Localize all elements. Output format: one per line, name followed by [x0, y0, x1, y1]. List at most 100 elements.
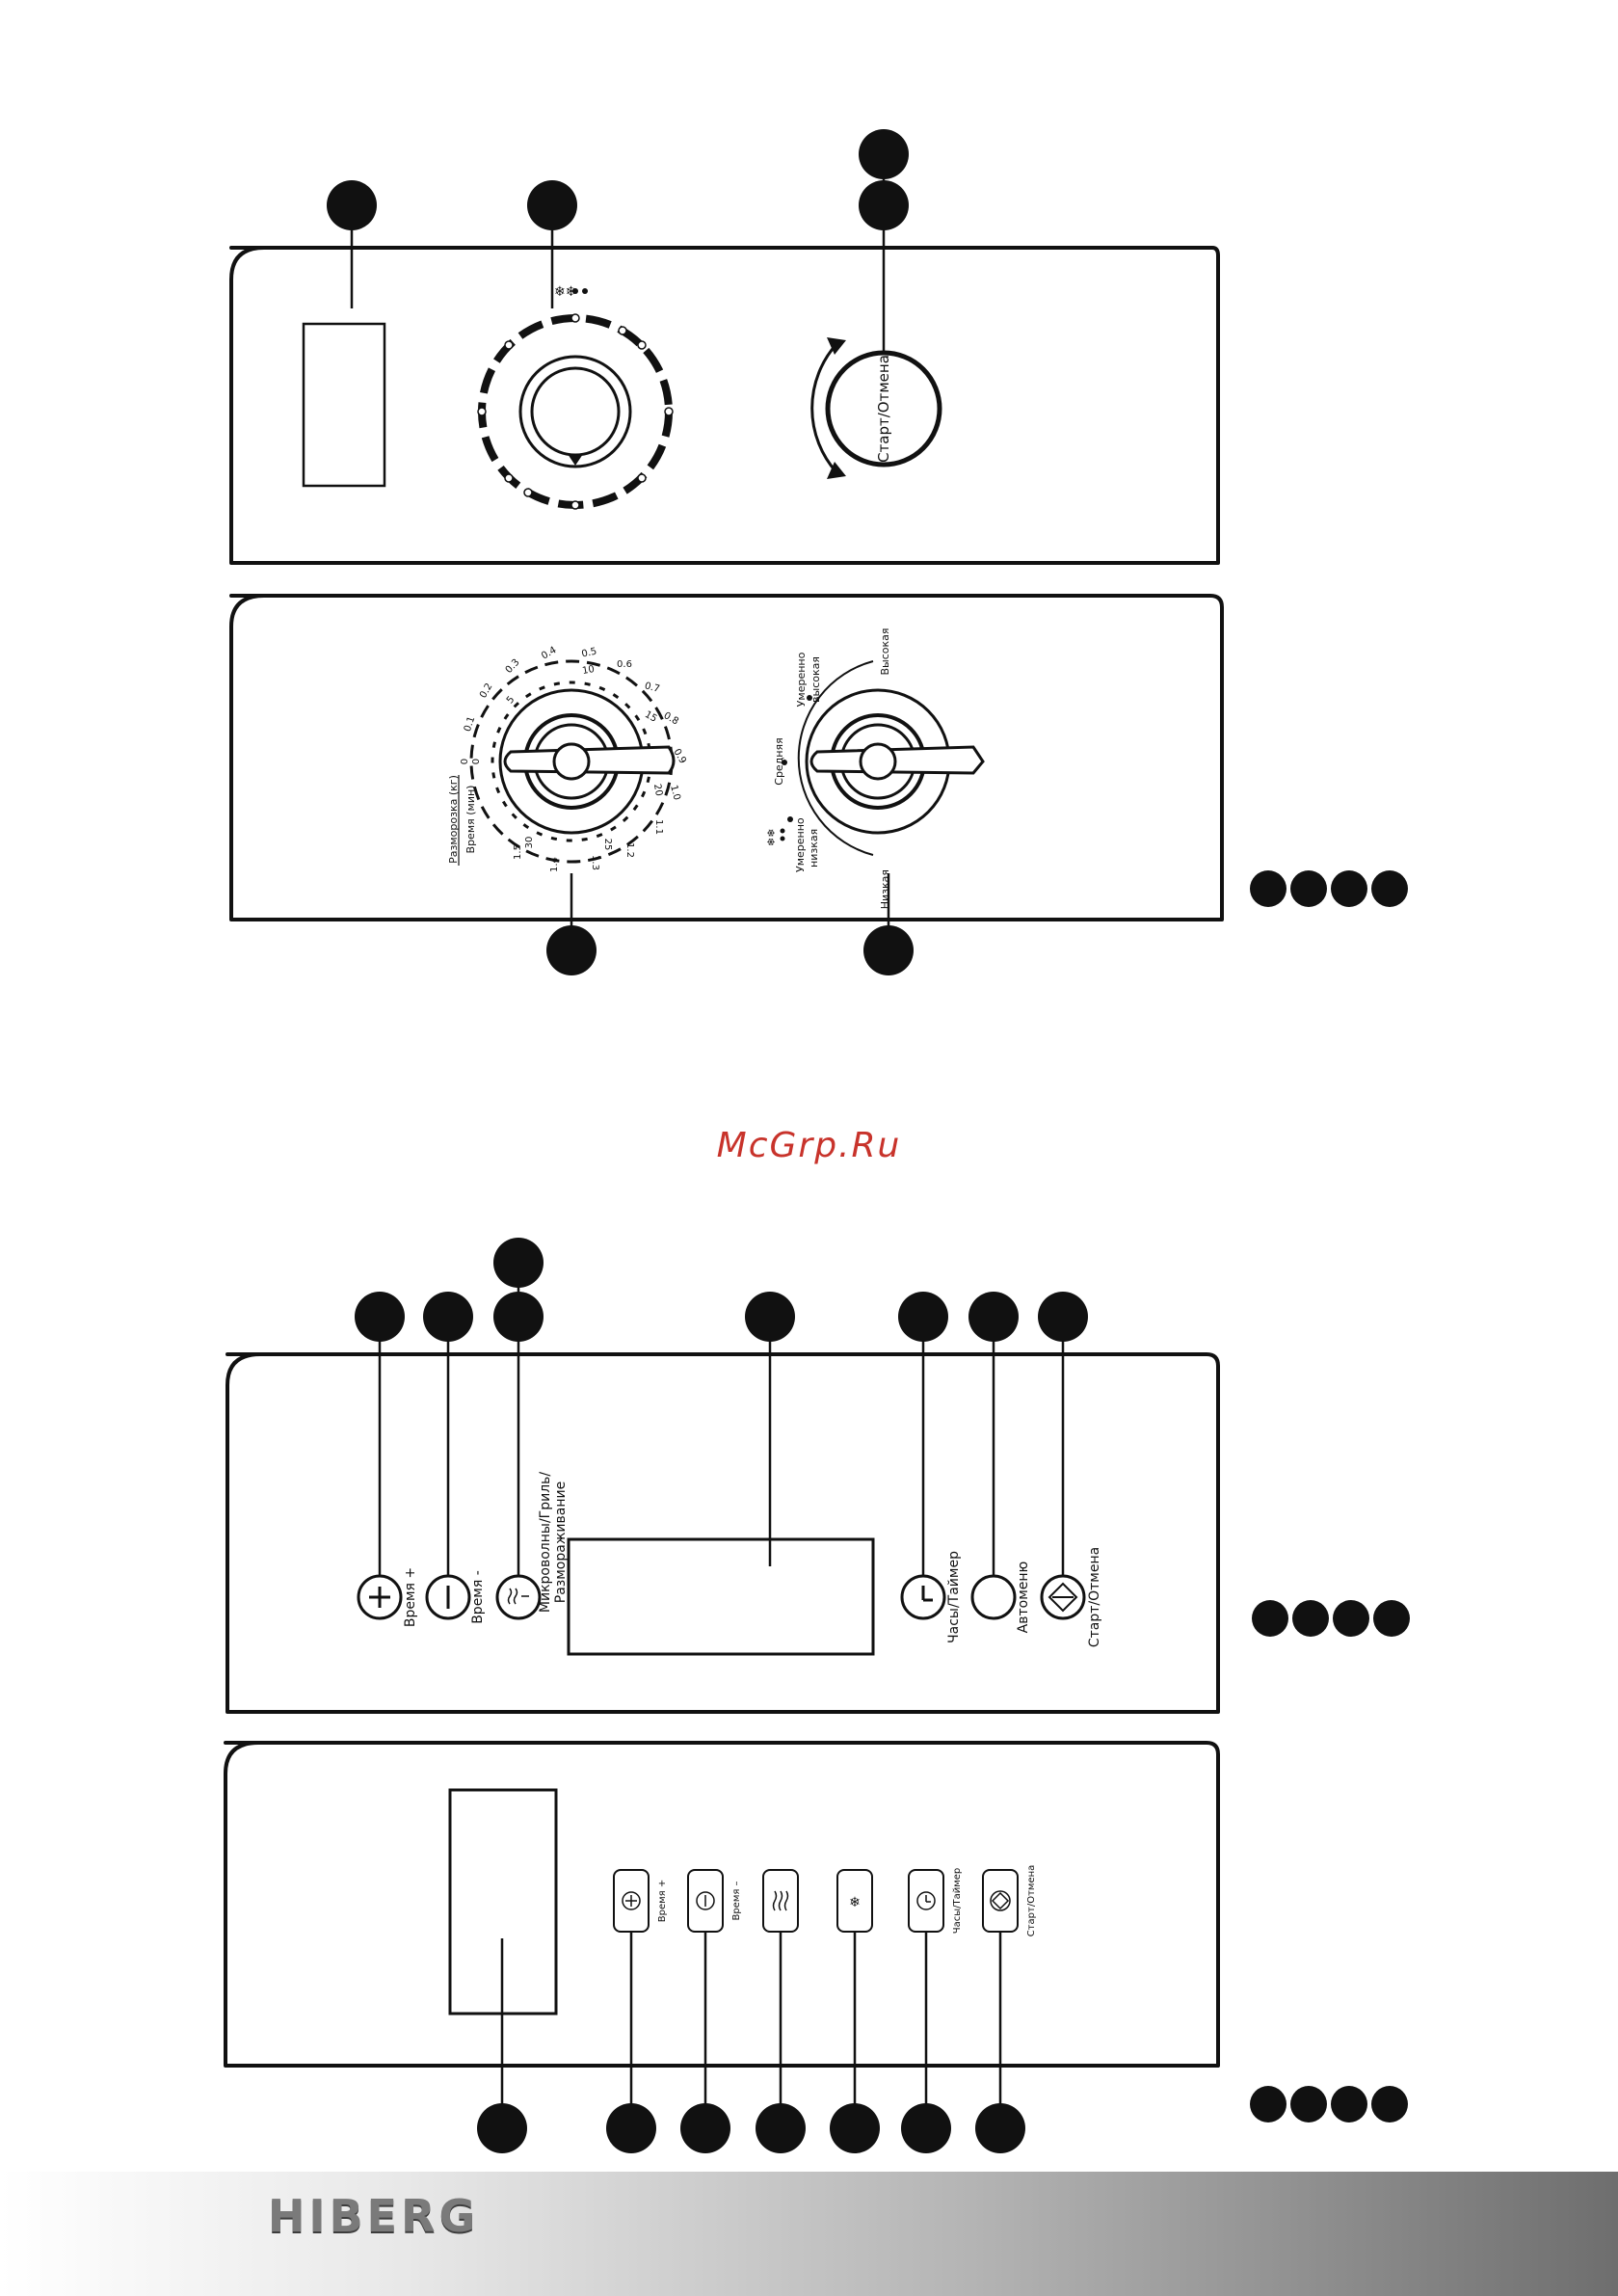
time-scale: 0 5 10 15 20 25 30 [471, 664, 664, 850]
time-minus-label: Время – [731, 1881, 742, 1920]
callout-marker [493, 1292, 544, 1342]
callout-marker [745, 1292, 795, 1342]
panel-2-frame [229, 594, 1224, 921]
power-dial[interactable] [782, 660, 985, 856]
svg-text:0.8: 0.8 [662, 710, 680, 727]
panel-2: 0 0.1 0.2 0.3 0.4 0.5 0.6 0.7 0.8 0.9 1.… [229, 594, 1224, 975]
callout-marker [477, 2103, 527, 2153]
power-medium-high-line1: Умеренно [795, 652, 808, 707]
callout-marker [901, 2103, 951, 2153]
svg-text:1.1: 1.1 [653, 819, 664, 835]
minus-icon [696, 1891, 715, 1910]
svg-text:0.5: 0.5 [581, 647, 598, 660]
panel-4: Время + Время – ❄ Часы/Таймер [224, 1741, 1220, 2153]
auto-menu-label: Автоменю [1016, 1561, 1031, 1633]
start-cancel-label: Старт/Отмена [875, 355, 892, 463]
svg-text:0.4: 0.4 [540, 645, 558, 661]
time-minus-label: Время - [470, 1570, 486, 1624]
svg-text:1.3: 1.3 [590, 855, 600, 870]
power-medium-low-line2: низкая [808, 829, 820, 868]
defrost-snowflake-icon: ❄ [849, 1895, 861, 1910]
svg-text:1.5: 1.5 [513, 844, 523, 860]
callout-marker [1038, 1292, 1088, 1342]
power-medium-high-line2: высокая [809, 656, 822, 703]
clock-icon [921, 1586, 933, 1602]
mode-button[interactable] [495, 1574, 542, 1620]
callout-marker [859, 129, 909, 179]
callout-marker [423, 1292, 473, 1342]
start-diamond-icon [990, 1890, 1011, 1911]
svg-text:30: 30 [524, 837, 535, 849]
start-cancel-button[interactable] [1040, 1574, 1086, 1620]
svg-text:0.3: 0.3 [504, 657, 522, 676]
svg-text:0.1: 0.1 [463, 715, 477, 734]
time-label: Время (мин) [464, 786, 477, 854]
callout-marker [898, 1292, 948, 1342]
start-diamond-icon [1048, 1582, 1078, 1613]
svg-text:20: 20 [651, 783, 664, 796]
panel-4-frame [224, 1741, 1220, 2068]
callout-marker [493, 1238, 544, 1288]
svg-text:1.0: 1.0 [668, 784, 682, 801]
callout-marker [680, 2103, 730, 2153]
clock-icon [916, 1891, 936, 1910]
svg-text:0.6: 0.6 [617, 659, 632, 670]
panel-1-frame [229, 246, 1220, 565]
brand-logo: HIBERG [268, 2190, 480, 2242]
rotate-arrow-icon [810, 343, 838, 473]
defrost-snowflake-icon: ❄❄ [765, 828, 785, 846]
svg-text:❄❄: ❄❄ [765, 829, 778, 846]
svg-text:0.2: 0.2 [478, 681, 494, 700]
svg-text:5: 5 [505, 694, 517, 706]
clock-timer-label: Часы/Таймер [946, 1551, 962, 1643]
footer-bar [0, 2172, 1618, 2296]
plus-icon [369, 1587, 390, 1608]
time-plus-button[interactable] [357, 1574, 403, 1620]
mode-label-line1: Микроволны/Гриль/ [538, 1472, 553, 1613]
start-cancel-label: Старт/Отмена [1026, 1865, 1037, 1937]
callout-marker [606, 2103, 656, 2153]
svg-text:10: 10 [581, 664, 595, 677]
defrost-snowflake-icon: ❄❄ [554, 284, 588, 300]
microwave-grill-defrost-icon [507, 1588, 529, 1605]
power-medium: Средняя [773, 737, 785, 785]
start-cancel-button[interactable] [982, 1869, 1019, 1933]
callout-marker [830, 2103, 880, 2153]
panel-3-frame [225, 1352, 1220, 1714]
microwave-waves-icon [772, 1890, 789, 1911]
callout-marker [975, 2103, 1025, 2153]
display-window [302, 322, 386, 488]
plus-icon [622, 1891, 641, 1910]
time-plus-label: Время + [403, 1567, 418, 1627]
callout-marker [546, 925, 597, 975]
svg-text:❄❄: ❄❄ [554, 284, 576, 300]
time-minus-button[interactable] [425, 1574, 471, 1620]
auto-menu-button[interactable] [970, 1574, 1017, 1620]
callout-marker [863, 925, 914, 975]
model-dots [1252, 1600, 1410, 1637]
panel-1: ❄❄ Старт/Отмена [229, 129, 1220, 565]
svg-text:15: 15 [643, 709, 659, 725]
clock-timer-button[interactable] [900, 1574, 946, 1620]
power-medium-low-line1: Умеренно [794, 817, 807, 872]
callout-marker [327, 180, 377, 230]
timer-dial[interactable] [477, 313, 674, 510]
defrost-label: Разморозка (кг) [447, 775, 460, 864]
mode-label-line2: Размораживание [553, 1482, 569, 1603]
panel-3: Время + Время - Микроволны/Гриль/ Размор… [225, 1238, 1220, 1714]
callout-marker [527, 180, 577, 230]
watermark: McGrp.Ru [716, 1126, 902, 1165]
display-window [567, 1537, 875, 1656]
start-cancel-label: Старт/Отмена [1087, 1547, 1102, 1647]
svg-text:0: 0 [471, 759, 482, 764]
defrost-time-dial[interactable] [469, 659, 676, 864]
model-dots [1250, 870, 1408, 907]
power-high: Высокая [879, 627, 891, 675]
svg-text:1.2: 1.2 [624, 842, 635, 858]
model-dots [1250, 2086, 1408, 2122]
svg-text:0.7: 0.7 [644, 681, 661, 695]
clock-timer-label: Часы/Таймер [952, 1868, 963, 1935]
callout-marker [355, 1292, 405, 1342]
callout-marker [968, 1292, 1019, 1342]
